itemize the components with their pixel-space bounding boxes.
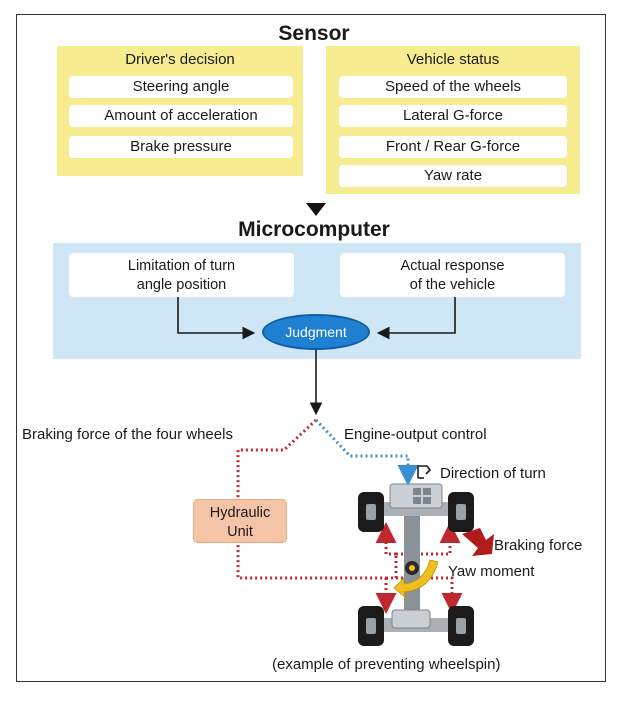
sensor-item-lateral-g: Lateral G-force <box>339 105 567 127</box>
braking-force-arrow <box>462 528 494 556</box>
sensor-item-acceleration: Amount of acceleration <box>69 105 293 127</box>
turn-angle-limit-box: Limitation of turn angle position <box>69 253 294 297</box>
actual-response-box: Actual response of the vehicle <box>340 253 565 297</box>
yaw-moment-arrow <box>393 559 439 600</box>
wheelspin-caption: (example of preventing wheelspin) <box>272 656 501 673</box>
direction-of-turn-label: Direction of turn <box>440 465 546 482</box>
right-box-to-judgment-line <box>376 297 456 340</box>
microcomputer-title: Microcomputer <box>238 218 390 241</box>
sensor-item-yaw-rate: Yaw rate <box>339 165 567 187</box>
engine-output-label: Engine-output control <box>344 426 487 443</box>
sensor-item-steering-angle: Steering angle <box>69 76 293 98</box>
sensor-to-microcomputer-arrow <box>306 203 326 216</box>
braking-force-label: Braking force of the four wheels <box>22 426 233 443</box>
car-chassis-graphic <box>376 483 460 632</box>
left-box-to-judgment-line <box>177 297 256 340</box>
sensor-item-brake-pressure: Brake pressure <box>69 136 293 158</box>
yaw-moment-label: Yaw moment <box>448 563 535 580</box>
hydraulic-unit-box: Hydraulic Unit <box>193 499 287 543</box>
braking-force-annotation: Braking force <box>494 537 583 554</box>
judgment-ellipse: Judgment <box>262 314 370 350</box>
wheel-hubs <box>366 504 466 634</box>
sensor-item-wheel-speed: Speed of the wheels <box>339 76 567 98</box>
drivers-decision-heading: Driver's decision <box>125 51 235 68</box>
steering-direction-icon <box>417 465 432 479</box>
vehicle-status-heading: Vehicle status <box>406 51 500 68</box>
sensor-title: Sensor <box>278 22 350 45</box>
sensor-item-front-rear-g: Front / Rear G-force <box>339 136 567 158</box>
